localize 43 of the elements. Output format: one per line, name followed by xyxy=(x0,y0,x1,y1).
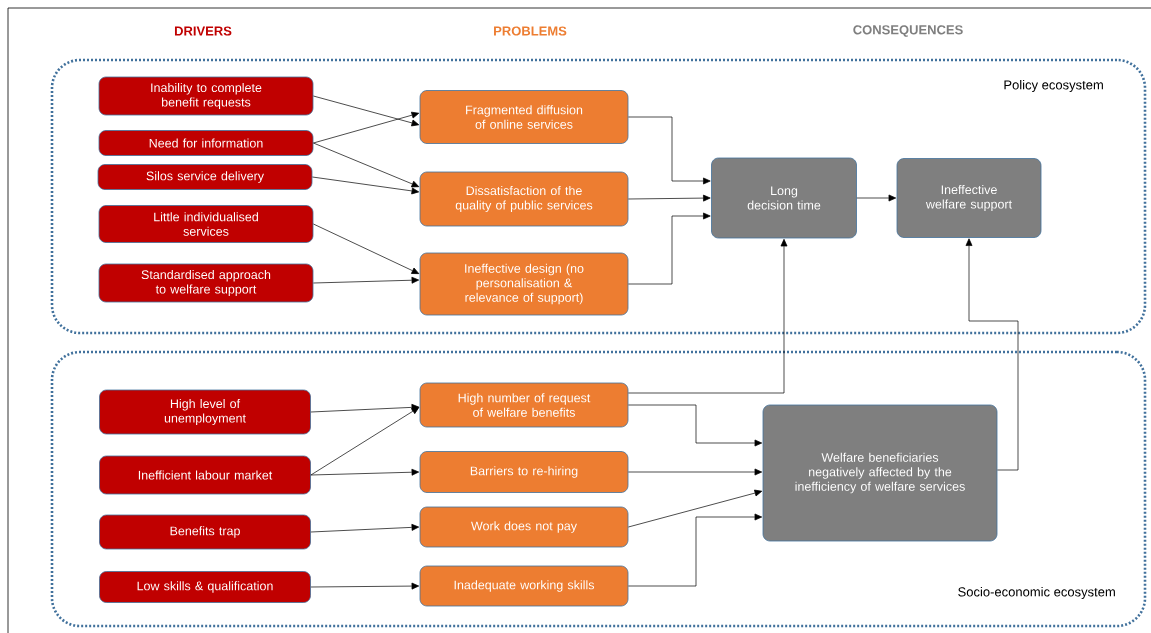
arrow xyxy=(628,212,711,285)
arrow xyxy=(628,404,763,447)
problem-box: Ineffective design (no personalisation & relevance of support) xyxy=(419,252,629,316)
arrow xyxy=(310,403,420,413)
problem-box: High number of request of welfare benefits xyxy=(419,382,629,428)
driver-box: Inefficient labour market xyxy=(99,455,311,495)
arrow xyxy=(628,238,788,394)
arrow xyxy=(313,142,420,188)
driver-box: Silos service delivery xyxy=(97,164,313,190)
arrow xyxy=(965,238,1019,471)
arrow xyxy=(313,111,420,144)
column-heading: DRIVERS xyxy=(174,26,232,36)
driver-box: Low skills & qualification xyxy=(99,571,311,603)
arrow xyxy=(313,223,420,274)
problem-box: Fragmented diffusion of online services xyxy=(419,90,629,144)
driver-box: Little individualised services xyxy=(98,205,314,243)
driver-box: Standardised approach to welfare support xyxy=(98,263,314,303)
arrow xyxy=(310,582,420,590)
arrow xyxy=(628,513,763,587)
consequence-box: Long decision time xyxy=(711,157,857,239)
driver-box: Inability to complete benefit requests xyxy=(98,76,314,116)
arrow xyxy=(312,176,420,195)
arrow xyxy=(628,194,711,202)
driver-box: Benefits trap xyxy=(99,514,311,550)
arrow xyxy=(310,523,420,533)
arrow xyxy=(628,116,711,185)
consequence-box: Welfare beneficiaries negatively affected by the inefficiency of welfare services xyxy=(762,404,998,542)
problem-box: Inadequate working skills xyxy=(419,565,629,607)
arrow xyxy=(310,407,420,476)
problem-box: Dissatisfaction of the quality of public services xyxy=(419,171,629,227)
arrow xyxy=(310,468,420,476)
arrow xyxy=(628,489,763,528)
consequence-box: Ineffective welfare support xyxy=(896,158,1042,238)
driver-box: Need for information xyxy=(98,130,314,156)
arrow xyxy=(628,468,763,476)
column-heading: PROBLEMS xyxy=(494,26,567,36)
driver-box: High level of unemployment xyxy=(99,389,311,435)
arrow xyxy=(313,276,420,284)
column-heading: CONSEQUENCES xyxy=(853,25,963,37)
arrow xyxy=(313,95,420,127)
problem-box: Barriers to re-hiring xyxy=(419,451,629,493)
problem-box: Work does not pay xyxy=(419,506,629,548)
arrow xyxy=(856,194,897,202)
